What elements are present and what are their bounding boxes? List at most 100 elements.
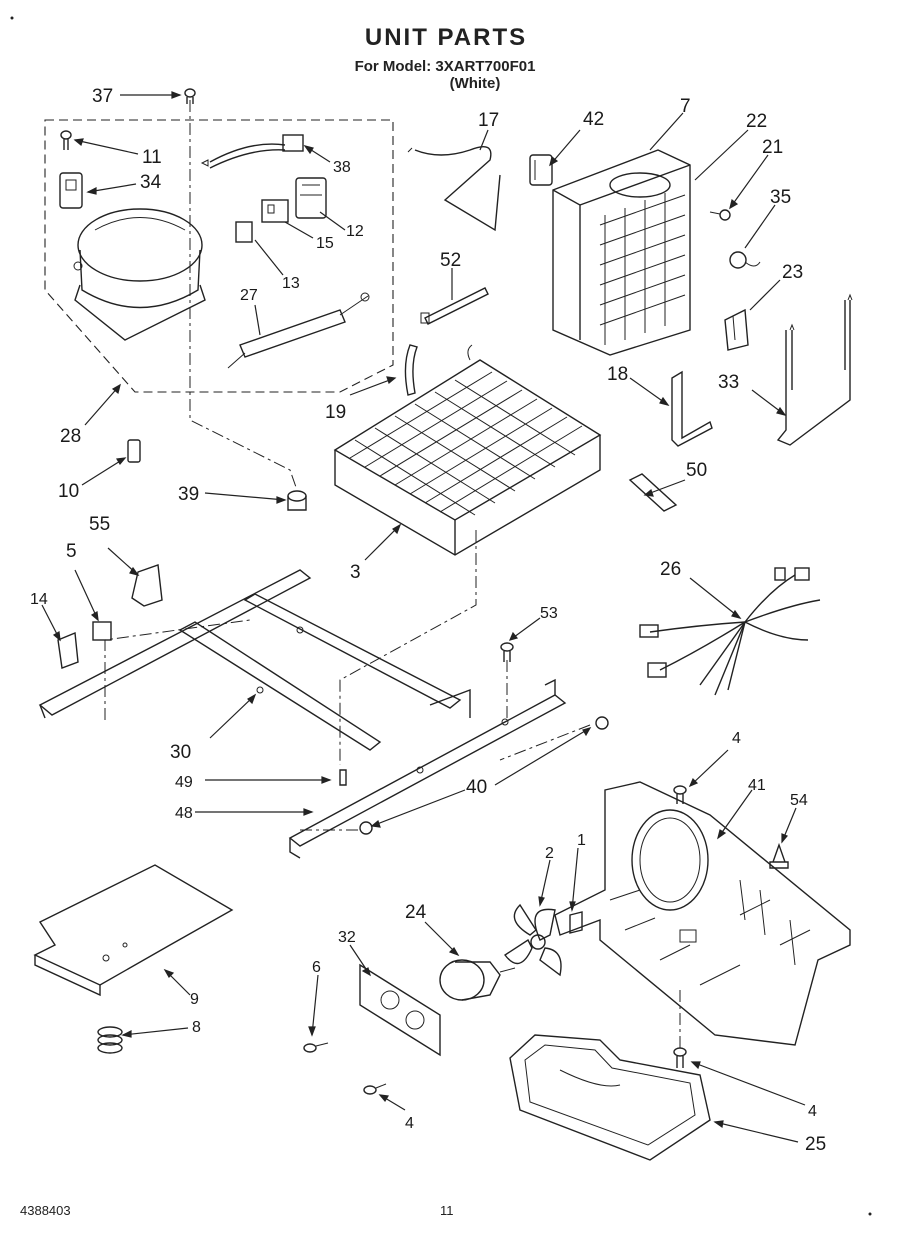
part-27-drier	[227, 292, 370, 369]
part-5-pad	[92, 621, 112, 641]
page-number: 11	[440, 1203, 454, 1218]
part-7-evaporator	[552, 149, 691, 356]
callout-50: 50	[686, 460, 707, 481]
part-40-screw	[595, 716, 609, 730]
callout-28: 28	[60, 426, 81, 447]
part-2-fan-blade	[503, 903, 562, 977]
callout-42: 42	[583, 109, 604, 130]
part-10-spacer	[127, 439, 141, 463]
part-19-hose	[404, 344, 418, 396]
part-48-nut	[359, 821, 373, 835]
model-subtitle: For Model: 3XART700F01 (White)	[340, 58, 550, 92]
callout-12: 12	[346, 223, 364, 240]
part-25-drain-pan	[509, 1034, 711, 1161]
compressor-group-boundary	[44, 119, 394, 393]
callout-9: 9	[190, 991, 199, 1008]
callout-4-top: 4	[732, 730, 741, 747]
callout-26: 26	[660, 559, 681, 580]
callout-24: 24	[405, 902, 427, 923]
part-4-screw-lower	[673, 1047, 687, 1068]
document-number: 4388403	[20, 1203, 71, 1218]
callout-33: 33	[718, 372, 739, 393]
compressor	[73, 208, 206, 341]
assembly-line	[189, 100, 298, 491]
callout-34: 34	[140, 172, 162, 193]
part-18-bracket	[671, 370, 713, 447]
callout-2: 2	[545, 845, 554, 862]
part-53-screw	[500, 642, 514, 662]
part-17-tube	[414, 146, 501, 232]
callout-1: 1	[577, 832, 586, 849]
part-55-bracket	[131, 564, 163, 607]
part-8-spring	[97, 1026, 123, 1054]
part-11-screw	[60, 130, 72, 150]
callout-14: 14	[30, 591, 48, 608]
part-4-screw-top	[673, 785, 687, 804]
registration-mark	[868, 1212, 872, 1216]
assembly-line	[104, 619, 251, 720]
part-54-wire-connector	[769, 842, 789, 869]
callout-49: 49	[175, 774, 193, 791]
callout-15: 15	[316, 235, 334, 252]
part-21-screw	[709, 209, 731, 221]
callout-48: 48	[175, 805, 193, 822]
part-30-compressor-base	[38, 569, 471, 751]
part-33-tube	[776, 293, 853, 446]
part-9-cover-panel	[33, 864, 234, 997]
callout-40: 40	[466, 777, 487, 798]
callout-55: 55	[89, 514, 110, 535]
callout-7: 7	[680, 96, 691, 117]
part-32-motor-bracket	[359, 963, 441, 1057]
callout-30: 30	[170, 742, 191, 763]
part-13-clip	[235, 221, 253, 243]
part-42-bracket	[529, 154, 553, 186]
part-3-condenser	[333, 344, 602, 556]
part-17-tube-end	[407, 147, 413, 153]
callout-25: 25	[805, 1134, 826, 1155]
part-41-fan-bracket	[554, 781, 851, 1046]
part-24-fan-motor	[439, 959, 516, 1001]
callout-10: 10	[58, 481, 79, 502]
assembly-line	[499, 724, 591, 761]
callout-numbers: 37 11 34 38 12 15 13 27 28 17 42 7 22 21…	[30, 86, 826, 1155]
callout-23: 23	[782, 262, 803, 283]
callout-18: 18	[607, 364, 628, 385]
part-39-grommet	[287, 490, 307, 511]
part-14-clip	[57, 631, 79, 669]
callout-54: 54	[790, 792, 808, 809]
registration-mark	[10, 16, 14, 20]
callout-13: 13	[282, 275, 300, 292]
callout-35: 35	[770, 187, 791, 208]
callout-8: 8	[192, 1019, 201, 1036]
part-6-screw	[303, 1042, 329, 1053]
callout-19: 19	[325, 402, 346, 423]
callout-53: 53	[540, 605, 558, 622]
part-26-wire-harness	[639, 567, 821, 696]
callout-37: 37	[92, 86, 113, 107]
part-49-screw	[339, 769, 347, 786]
part-52-strap	[420, 287, 489, 325]
part-1-clip	[569, 911, 583, 934]
callout-52: 52	[440, 250, 461, 271]
callout-17: 17	[478, 110, 499, 131]
bracket-hole	[405, 1010, 425, 1030]
part-12-overload	[295, 177, 327, 219]
part-40-rail	[288, 678, 567, 859]
callout-11: 11	[142, 147, 162, 168]
part-34-clip	[59, 172, 83, 209]
callout-3: 3	[350, 562, 361, 583]
color-line: (White)	[449, 75, 501, 92]
part-50-clip	[628, 473, 678, 512]
callout-4-bottom-right: 4	[808, 1103, 817, 1120]
callout-5: 5	[66, 541, 77, 562]
callout-38: 38	[333, 159, 351, 176]
page-title: UNIT PARTS	[364, 24, 528, 51]
bracket-hole	[380, 990, 400, 1010]
part-35-sensor	[729, 251, 761, 269]
model-line: For Model: 3XART700F01	[354, 58, 536, 75]
leader-lines	[41, 91, 806, 1143]
callout-4-bottom-left: 4	[405, 1115, 414, 1132]
callout-21: 21	[762, 137, 783, 158]
